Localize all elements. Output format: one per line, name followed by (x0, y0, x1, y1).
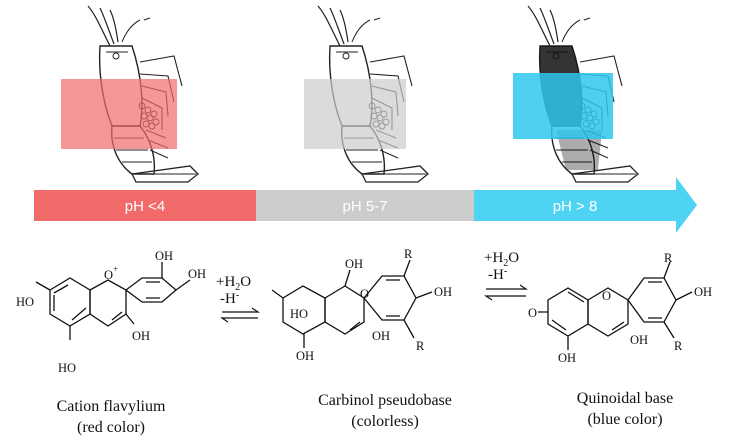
species-name: Carbinol pseudobase (318, 392, 452, 409)
shrimp-blue-dark-abdomen (556, 130, 602, 170)
flavylium-ho-5: HO (58, 361, 76, 375)
carbinol-oh-3: OH (372, 329, 390, 343)
ph-segment-neutral (256, 190, 474, 221)
ph-label-alkaline: pH > 8 (553, 198, 598, 215)
quinoidal-o-ring: O (602, 289, 611, 303)
quinoidal-r-bottom: R (674, 339, 683, 353)
species-note: (red color) (77, 419, 145, 436)
ph-label-neutral: pH 5-7 (342, 198, 387, 215)
species-note: (colorless) (351, 413, 419, 430)
quinoidal-oh-3: OH (630, 333, 648, 347)
overlay-acidic (61, 79, 177, 149)
reaction2-plus-water: +H2O (484, 250, 519, 269)
carbinol-oh-4prime: OH (434, 285, 452, 299)
reaction2-equilibrium-arrows (484, 284, 528, 301)
reaction1-plus-water: +H2O (216, 274, 251, 293)
species-name: Quinoidal base (576, 390, 674, 407)
species-caption-carbinol: Carbinol pseudobase (colorless) (300, 390, 470, 432)
species-name: Cation flavylium (56, 398, 166, 415)
reaction1-minus-hydride: -H- (220, 290, 239, 307)
carbinol-o-ring: O (360, 287, 369, 301)
quinoidal-oh-5: OH (558, 351, 576, 365)
carbinol-oh-2: OH (345, 257, 363, 271)
ph-segment-acidic (34, 190, 256, 221)
quinoidal-o-keto: O (528, 306, 537, 320)
flavylium-oh-3prime: OH (155, 249, 173, 263)
species-caption-flavylium: Cation flavylium (red color) (36, 396, 186, 438)
reaction1-equilibrium-arrows (220, 307, 260, 323)
quinoidal-oh-4prime: OH (694, 285, 712, 299)
carbinol-ho-7: HO (290, 307, 308, 321)
species-caption-quinoidal: Quinoidal base (blue color) (560, 388, 690, 430)
ph-segment-alkaline (474, 177, 697, 233)
overlay-neutral (304, 79, 406, 149)
flavylium-ho-7: HO (16, 295, 34, 309)
overlay-alkaline (513, 73, 613, 139)
carbinol-oh-5: OH (296, 349, 314, 363)
flavylium-o-plus: O (104, 268, 113, 282)
quinoidal-r-top: R (664, 251, 673, 265)
quinoidal-base-structure (538, 261, 693, 350)
carbinol-r-top: R (404, 247, 413, 261)
flavylium-oh-4prime: OH (188, 267, 206, 281)
reaction2-minus-hydride: -H- (488, 266, 507, 283)
species-note: (blue color) (587, 411, 663, 428)
ph-label-acidic: pH <4 (125, 198, 165, 215)
carbinol-pseudobase-structure (271, 259, 433, 348)
carbinol-r-bottom: R (416, 339, 425, 353)
flavylium-cation-structure (35, 262, 191, 340)
flavylium-oh-3: OH (132, 329, 150, 343)
flavylium-charge: + (113, 264, 118, 274)
